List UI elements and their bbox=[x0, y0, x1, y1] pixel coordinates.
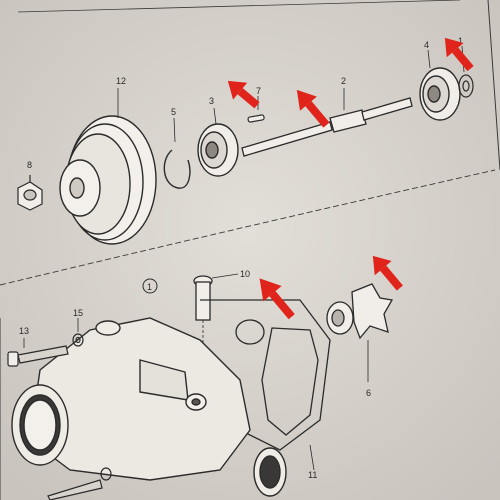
arrow-front-bearing bbox=[227, 80, 260, 109]
arrow-gasket bbox=[259, 278, 295, 320]
arrow-impeller bbox=[372, 255, 403, 291]
label-nut: 8 bbox=[27, 160, 32, 170]
shaft-part bbox=[241, 88, 413, 157]
washer-part bbox=[72, 318, 84, 347]
circlip-part bbox=[163, 117, 191, 189]
label-gasket: 11 bbox=[308, 470, 317, 480]
label-key: 7 bbox=[256, 86, 261, 96]
label-front-bearing: 3 bbox=[209, 96, 214, 106]
key-part bbox=[247, 96, 265, 123]
section-marker-label: 1 bbox=[147, 282, 152, 292]
label-bolt: 13 bbox=[19, 326, 29, 336]
label-washer: 15 bbox=[73, 308, 83, 318]
impeller-part bbox=[326, 283, 394, 382]
section-divider bbox=[0, 169, 496, 286]
pulley-part bbox=[59, 88, 157, 245]
label-circlip: 5 bbox=[171, 107, 176, 117]
bottom-part-numbers: 10 11 6 13 15 bbox=[19, 269, 371, 480]
nut-part bbox=[17, 175, 43, 211]
label-impeller: 6 bbox=[366, 388, 371, 398]
section-marker: 1 bbox=[142, 278, 158, 294]
label-pulley: 12 bbox=[116, 76, 126, 86]
stud-part bbox=[193, 273, 239, 385]
pump-housing-part bbox=[11, 317, 287, 497]
arrow-shaft bbox=[296, 89, 330, 128]
red-arrows bbox=[227, 37, 474, 320]
top-part-numbers: 12 5 3 7 2 4 1 8 bbox=[27, 36, 463, 170]
rear-bearing-part bbox=[419, 49, 461, 121]
label-rear-washer: 1 bbox=[458, 36, 463, 46]
label-rear-bearing: 4 bbox=[424, 40, 429, 50]
front-bearing-part bbox=[197, 107, 239, 177]
arrow-rear-bearing bbox=[444, 37, 474, 72]
label-stud: 10 bbox=[240, 269, 250, 279]
lower-bolt-part bbox=[47, 467, 112, 500]
label-shaft: 2 bbox=[341, 76, 346, 86]
bolt-part bbox=[7, 338, 69, 367]
